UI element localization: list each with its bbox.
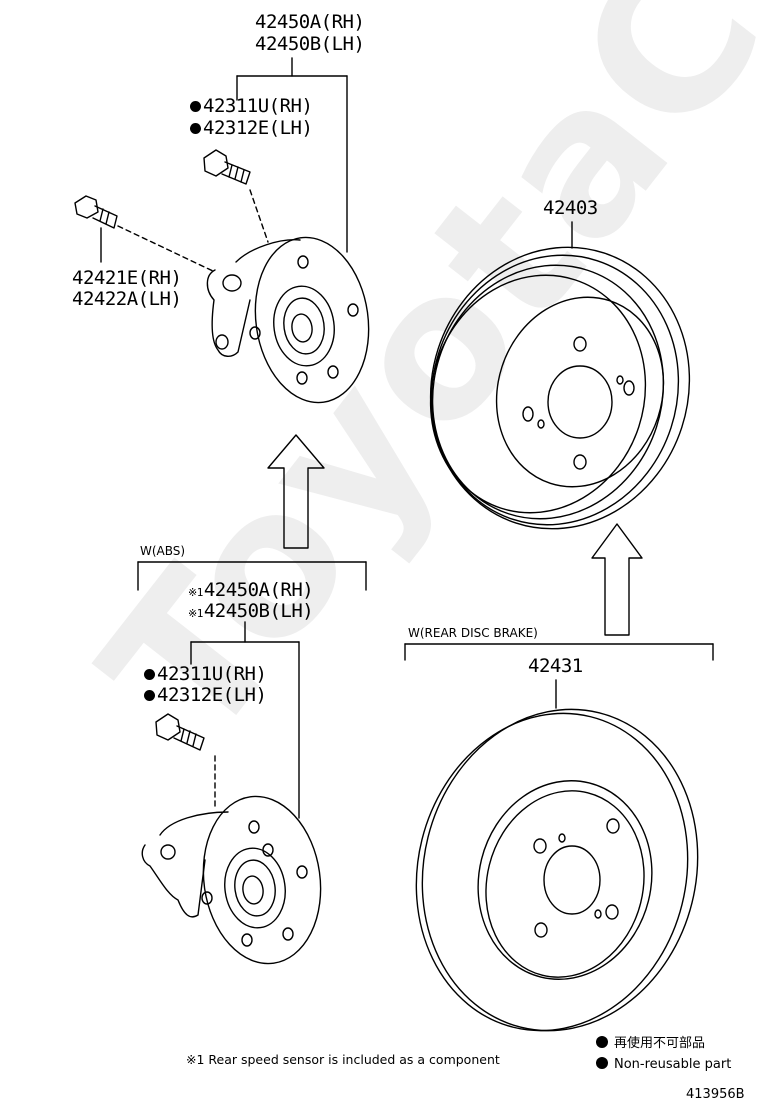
arrow-up-small <box>591 523 643 636</box>
top-hub-bolt-rh: 42311U(RH) <box>203 95 313 117</box>
disc-bracket <box>404 643 714 709</box>
bottom-hub-bolt-lh: 42312E(LH) <box>157 684 267 706</box>
top-hub-part-rh: 42450A(RH) <box>255 11 365 33</box>
bottom-hub-assembly <box>141 795 322 965</box>
non-reusable-dot-icon <box>596 1036 608 1048</box>
non-reusable-dot-icon <box>190 123 201 134</box>
non-reusable-dot-icon <box>596 1057 608 1069</box>
note-mark: ※1 <box>188 586 203 599</box>
footnote: ※1 Rear speed sensor is included as a co… <box>186 1052 500 1067</box>
non-reusable-dot-icon <box>144 669 155 680</box>
bottom-hub-bolt <box>155 713 216 809</box>
non-reusable-dot-icon <box>144 690 155 701</box>
top-hub-part-lh: 42450B(LH) <box>255 33 365 55</box>
top-hub-bolt-lh: 42312E(LH) <box>203 117 313 139</box>
note-mark: ※1 <box>188 607 203 620</box>
non-reusable-dot-icon <box>190 101 201 112</box>
bottom-hub-part-lh: 42450B(LH) <box>203 600 314 622</box>
top-hub-bolt <box>203 149 269 243</box>
bottom-hub-condition: W(ABS) <box>140 544 186 558</box>
bottom-hub-part-rh: 42450A(RH) <box>203 579 314 601</box>
top-hub-bolt2-rh: 42421E(RH) <box>72 267 182 289</box>
bottom-hub-bolt-rh-label: 42311U(RH) <box>144 663 267 685</box>
disc-part: 42431 <box>528 655 583 677</box>
top-hub-bolt2 <box>74 195 216 273</box>
bottom-hub-bolt-lh-label: 42312E(LH) <box>144 684 267 706</box>
legend-en-label: Non-reusable part <box>596 1057 731 1072</box>
drum-part: 42403 <box>543 197 598 219</box>
top-hub-bolt-lh-label: 42312E(LH) <box>190 117 313 139</box>
figure-id: 413956B <box>686 1087 745 1102</box>
top-hub-bolt2-lh: 42422A(LH) <box>72 288 182 310</box>
top-hub-assembly <box>206 236 370 404</box>
disc-condition: W(REAR DISC BRAKE) <box>408 626 538 640</box>
brake-drum <box>429 221 691 530</box>
legend-jp-label: 再使用不可部品 <box>596 1036 705 1051</box>
bottom-hub-part-rh-label: ※142450A(RH) <box>188 579 314 603</box>
legend-jp: 再使用不可部品 <box>614 1036 706 1051</box>
top-hub-bolt-rh-label: 42311U(RH) <box>190 95 313 117</box>
bottom-hub-bracket <box>137 561 367 819</box>
legend-en: Non-reusable part <box>614 1057 732 1072</box>
arrow-up-large <box>267 434 325 549</box>
bottom-hub-bolt-rh: 42311U(RH) <box>157 663 267 685</box>
bottom-hub-part-lh-label: ※142450B(LH) <box>188 600 314 624</box>
top-hub-bracket <box>236 57 348 253</box>
brake-disc <box>415 708 699 1032</box>
